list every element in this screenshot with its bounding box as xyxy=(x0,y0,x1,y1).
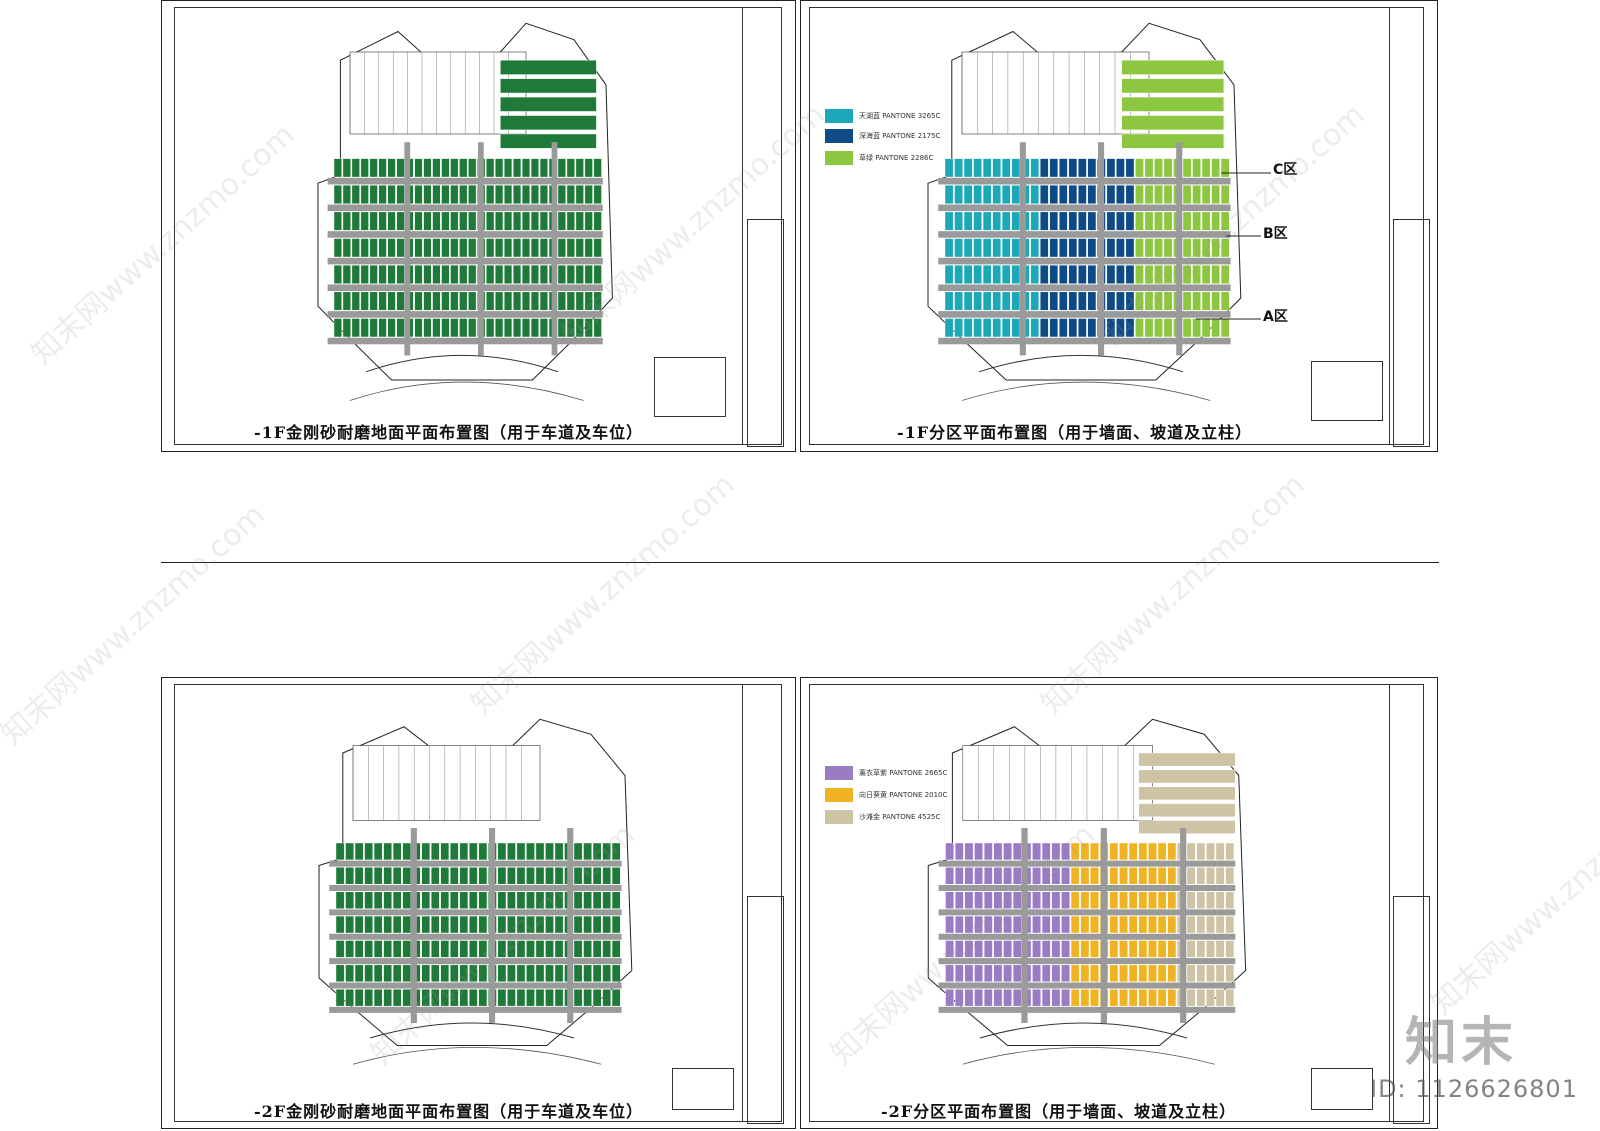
brand-logo: 知末 xyxy=(1405,1013,1518,1073)
legend-label: 向日葵黄 PANTONE 2010C xyxy=(859,791,948,799)
legend-swatch xyxy=(825,151,853,165)
sheet-title: -2F金刚砂耐磨地面平面布置图（用于车道及车位） xyxy=(254,1102,644,1121)
legend-swatch xyxy=(825,129,853,143)
legend-item-sunflower: 向日葵黄 PANTONE 2010C xyxy=(825,788,947,802)
sheet-1f-floor: -1F金刚砂耐磨地面平面布置图（用于车道及车位） xyxy=(161,0,796,452)
floor-plan-2f-zones xyxy=(927,718,1247,1065)
legend-item-sand: 沙滩金 PANTONE 4525C xyxy=(825,810,940,824)
zone-label-b: B区 xyxy=(1263,226,1288,242)
material-table xyxy=(672,1068,734,1110)
sheet-inner-frame xyxy=(809,684,1424,1122)
legend-label: 深海蓝 PANTONE 2175C xyxy=(859,132,941,140)
sheet-2f-floor: -2F金刚砂耐磨地面平面布置图（用于车道及车位） xyxy=(161,677,796,1129)
material-table xyxy=(654,357,726,417)
sheet-inner-frame xyxy=(809,7,1424,445)
image-id-label: ID: 1126626801 xyxy=(1370,1075,1578,1103)
sheet-inner-frame xyxy=(174,7,782,445)
legend-item-grass-green: 草绿 PANTONE 2286C xyxy=(825,151,933,165)
sheet-1f-zones: 天湖蓝 PANTONE 3265C 深海蓝 PANTONE 2175C 草绿 P… xyxy=(800,0,1438,452)
legend-label: 薰衣草紫 PANTONE 2665C xyxy=(859,769,948,777)
title-block xyxy=(747,896,784,1124)
title-strip xyxy=(1389,684,1390,1122)
section-divider xyxy=(161,562,1439,563)
floor-plan-2f-green xyxy=(318,718,633,1065)
legend-label: 草绿 PANTONE 2286C xyxy=(859,154,934,162)
legend-swatch xyxy=(825,810,853,824)
material-table xyxy=(1311,1068,1373,1110)
sheet-inner-frame xyxy=(174,684,782,1122)
zone-label-a: A区 xyxy=(1263,309,1288,325)
legend-label: 沙滩金 PANTONE 4525C xyxy=(859,813,941,821)
sheet-2f-zones: 薰衣草紫 PANTONE 2665C 向日葵黄 PANTONE 2010C 沙滩… xyxy=(800,677,1438,1129)
floor-plan-1f-zones xyxy=(927,22,1242,401)
title-block xyxy=(747,219,784,447)
material-table xyxy=(1311,361,1383,421)
floor-plan-1f-green xyxy=(317,22,613,401)
legend-item-sky-blue: 天湖蓝 PANTONE 3265C xyxy=(825,109,940,123)
legend-label: 天湖蓝 PANTONE 3265C xyxy=(859,112,941,120)
title-block xyxy=(1393,896,1430,1124)
title-strip xyxy=(1389,7,1390,445)
title-strip xyxy=(742,7,743,445)
title-block xyxy=(1393,219,1430,447)
sheet-title: -2F分区平面布置图（用于墙面、坡道及立柱） xyxy=(881,1102,1237,1121)
legend-swatch xyxy=(825,109,853,123)
legend-item-navy: 深海蓝 PANTONE 2175C xyxy=(825,129,940,143)
sheet-title: -1F分区平面布置图（用于墙面、坡道及立柱） xyxy=(897,423,1253,442)
watermark: 知末网www.znzmo.com xyxy=(1424,767,1600,1022)
title-strip xyxy=(742,684,743,1122)
legend-item-lavender: 薰衣草紫 PANTONE 2665C xyxy=(825,766,947,780)
sheet-title: -1F金刚砂耐磨地面平面布置图（用于车道及车位） xyxy=(254,423,644,442)
legend-swatch xyxy=(825,766,853,780)
zone-label-c: C区 xyxy=(1273,162,1298,178)
legend-swatch xyxy=(825,788,853,802)
zone-leader-lines xyxy=(1196,172,1271,320)
